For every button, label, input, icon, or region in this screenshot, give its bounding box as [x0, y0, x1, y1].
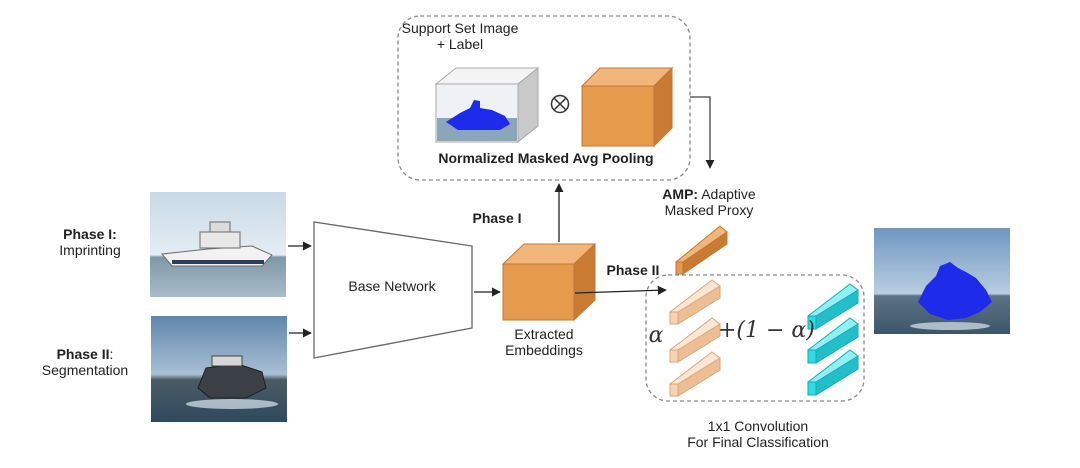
phase2-right-arrow: [574, 285, 667, 295]
one-minus-alpha-symbol: +(1 − α): [718, 318, 815, 343]
support-set-title-line1: Support Set Image: [401, 20, 519, 36]
phase2-input-title: Phase II: [56, 346, 110, 362]
base-weight-bars: [807, 283, 859, 396]
phase2-boat-image: [151, 316, 287, 422]
classifier-caption-line1: 1x1 Convolution: [707, 418, 809, 434]
classifier-caption: 1x1 Convolution For Final Classification: [670, 418, 846, 450]
amp-label-line2: Masked Proxy: [664, 202, 754, 219]
amp-label-bold: AMP:: [662, 186, 699, 202]
phase2-input-colon: :: [109, 346, 114, 362]
classifier-box: [645, 274, 865, 402]
phase1-input-subtitle: Imprinting: [59, 242, 121, 259]
phase1-arrow-label: Phase I: [472, 210, 522, 226]
embeddings-label: Extracted Embeddings: [492, 326, 596, 358]
phase1-input-label: Phase I: Imprinting: [40, 226, 140, 258]
mask-cube: [580, 66, 674, 148]
alpha-bar-2: [669, 317, 721, 363]
alpha-bar-1: [669, 279, 721, 325]
phase2-input-label: Phase II: Segmentation: [30, 346, 140, 378]
phase2-input-subtitle: Segmentation: [41, 362, 129, 379]
support-set-title: Support Set Image + Label: [400, 20, 520, 52]
amp-label-rest: Adaptive: [698, 186, 756, 202]
embeddings-label-line2: Embeddings: [505, 342, 583, 359]
output-segmentation-image: [874, 228, 1010, 334]
cyan-bar-2: [807, 317, 859, 364]
support-boat-mask: [446, 100, 510, 130]
embeddings-cube: [501, 242, 597, 322]
support-set-box: [397, 15, 691, 181]
base-network-trapezoid: [313, 221, 473, 359]
amp-label: AMP: Adaptive Masked Proxy: [646, 186, 772, 218]
amp-proxy-bar: [675, 225, 728, 275]
otimes-icon: [550, 94, 570, 114]
phase2-arrow-label: Phase II: [606, 262, 660, 278]
cyan-bar-3: [807, 349, 859, 396]
output-boat-mask: [918, 262, 992, 320]
support-set-title-line2: + Label: [436, 36, 484, 53]
classifier-caption-line2: For Final Classification: [687, 434, 829, 451]
cyan-bar-1: [807, 283, 859, 330]
support-to-amp-arrow: [690, 96, 715, 169]
alpha-weight-bars: [669, 279, 721, 397]
embeddings-label-line1: Extracted: [514, 326, 574, 342]
nmap-label: Normalized Masked Avg Pooling: [438, 150, 654, 166]
phase1-input-title: Phase I:: [63, 226, 117, 242]
support-image-cube: [434, 66, 540, 144]
phase1-boat-image: [150, 192, 286, 297]
base-network-label: Base Network: [348, 278, 436, 294]
alpha-bar-3: [669, 351, 721, 397]
alpha-symbol: α: [648, 323, 664, 348]
